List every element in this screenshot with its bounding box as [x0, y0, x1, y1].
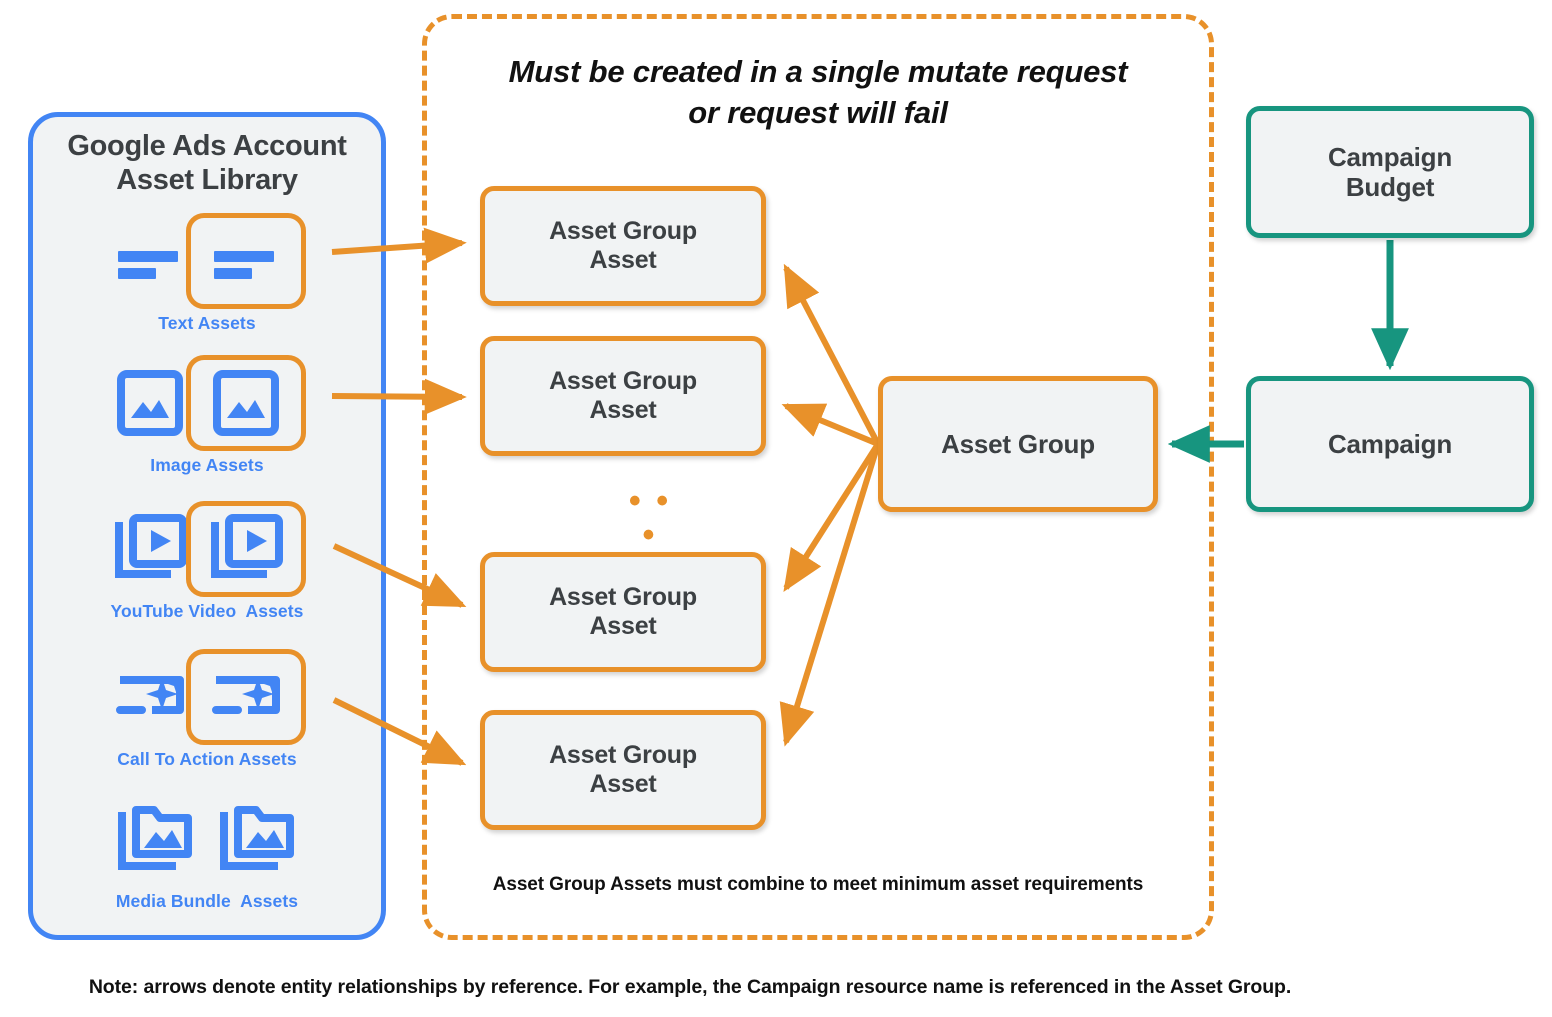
- node-asset-group-asset-4[interactable]: Asset Group Asset: [480, 710, 766, 830]
- asset-library-item-text[interactable]: Text Assets: [33, 213, 381, 334]
- youtube-video-asset-icon-selected[interactable]: [186, 501, 306, 597]
- youtube-video-asset-icon-pair: [33, 501, 381, 597]
- node-campaign[interactable]: Campaign: [1246, 376, 1534, 512]
- image-asset-icon-selected[interactable]: [186, 355, 306, 451]
- call-to-action-asset-icon-selected[interactable]: [186, 649, 306, 745]
- mutate-request-footnote: Asset Group Assets must combine to meet …: [492, 874, 1144, 895]
- image-asset-icon-pair: [33, 355, 381, 451]
- call-to-action-asset-icon: [108, 655, 192, 739]
- ellipsis-indicator: • • •: [628, 482, 672, 554]
- asset-library-item-call-to-action[interactable]: Call To Action Assets: [33, 649, 381, 770]
- asset-library-label-text: Text Assets: [158, 313, 256, 333]
- asset-library-label-media-bundle: Media Bundle Assets: [115, 891, 299, 911]
- asset-library-panel: Google Ads Account Asset Library Text: [28, 112, 386, 940]
- image-asset-icon: [108, 361, 192, 445]
- asset-library-label-image: Image Assets: [150, 455, 264, 475]
- asset-library-item-media-bundle[interactable]: Media Bundle Assets: [33, 793, 381, 912]
- node-asset-group-asset-1[interactable]: Asset Group Asset: [480, 186, 766, 306]
- youtube-video-asset-icon: [108, 507, 192, 591]
- asset-library-title: Google Ads Account Asset Library: [67, 130, 347, 197]
- asset-library-label-youtube-video: YouTube Video Assets: [110, 601, 304, 621]
- media-bundle-asset-icon-pair: [33, 793, 381, 885]
- text-asset-icon-selected[interactable]: [186, 213, 306, 309]
- mutate-request-container: [422, 14, 1214, 940]
- text-asset-icon: [108, 219, 192, 303]
- node-asset-group-asset-2[interactable]: Asset Group Asset: [480, 336, 766, 456]
- asset-library-item-image[interactable]: Image Assets: [33, 355, 381, 476]
- node-campaign-budget[interactable]: Campaign Budget: [1246, 106, 1534, 238]
- text-asset-icon-pair: [33, 213, 381, 309]
- node-asset-group-asset-3[interactable]: Asset Group Asset: [480, 552, 766, 672]
- footer-note: Note: arrows denote entity relationships…: [88, 976, 1292, 998]
- media-bundle-asset-icon-secondary: [216, 797, 300, 881]
- media-bundle-asset-icon: [114, 797, 198, 881]
- mutate-request-heading: Must be created in a single mutate reque…: [508, 54, 1128, 130]
- asset-library-item-youtube-video[interactable]: YouTube Video Assets: [33, 501, 381, 622]
- call-to-action-asset-icon-pair: [33, 649, 381, 745]
- node-asset-group[interactable]: Asset Group: [878, 376, 1158, 512]
- asset-library-label-call-to-action: Call To Action Assets: [117, 749, 297, 769]
